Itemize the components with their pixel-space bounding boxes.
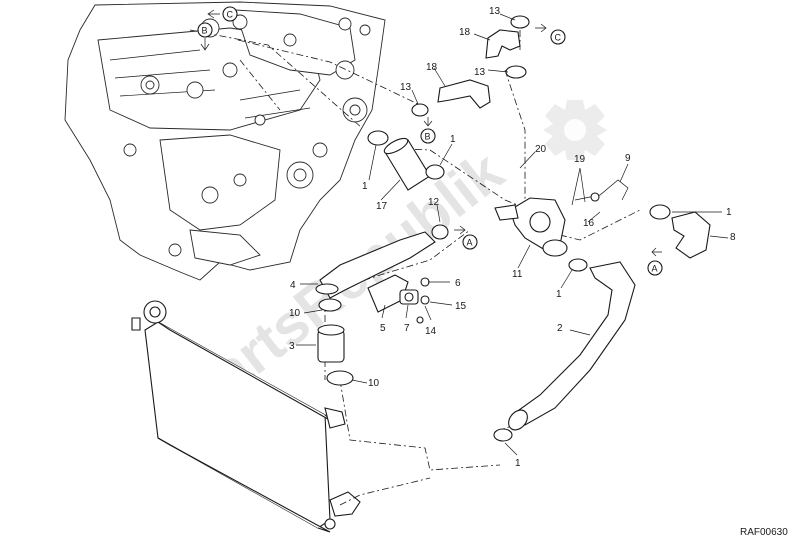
connector-b-middle: B (420, 117, 436, 144)
callout-10: 10 (368, 378, 380, 389)
callout-7: 7 (404, 323, 410, 334)
hose-8 (671, 211, 711, 259)
thermostat-housing-11 (494, 197, 568, 257)
callout-20: 20 (535, 144, 547, 155)
callout-18: 18 (459, 27, 471, 38)
callout-labels: 13 18 18 13 13 1 1 17 20 19 9 16 1 8 12 … (289, 6, 736, 469)
callout-17: 17 (376, 201, 388, 212)
callout-5: 5 (380, 323, 386, 334)
radiator (131, 300, 361, 533)
callout-13: 13 (400, 82, 412, 93)
connector-b-left: B (197, 22, 213, 51)
svg-text:B: B (425, 132, 431, 142)
connector-markers: C B C B A A (197, 6, 663, 276)
connector-c-right: C (535, 23, 566, 45)
gear-watermark-icon (543, 100, 607, 160)
sensor-9 (574, 179, 629, 202)
callout-14: 14 (425, 326, 437, 337)
callout-12: 12 (428, 197, 440, 208)
callout-1: 1 (362, 181, 368, 192)
svg-text:B: B (202, 26, 208, 36)
callout-11: 11 (512, 269, 523, 280)
callout-6: 6 (455, 278, 461, 289)
svg-text:C: C (555, 33, 562, 43)
hose-3 (317, 324, 345, 363)
callout-1: 1 (726, 207, 732, 218)
hose-18-middle (437, 79, 491, 109)
svg-text:A: A (467, 238, 473, 248)
callout-1: 1 (515, 458, 521, 469)
callout-8: 8 (730, 232, 736, 243)
hose-4 (315, 231, 436, 299)
callout-1: 1 (556, 289, 562, 300)
leader-lines (296, 13, 729, 456)
connector-a-middle: A (454, 225, 478, 250)
callout-18: 18 (426, 62, 438, 73)
hose-18-upper (485, 29, 521, 59)
hose-2 (508, 261, 636, 431)
connector-c-upper-left: C (207, 6, 238, 22)
hose-clamps (318, 15, 671, 442)
callout-15: 15 (455, 301, 467, 312)
callout-13: 13 (489, 6, 501, 17)
diagram-reference-code: RAF00630 (740, 527, 788, 538)
callout-10: 10 (289, 308, 301, 319)
connector-a-right: A (647, 247, 663, 276)
valve-7 (399, 289, 419, 305)
callout-1: 1 (450, 134, 456, 145)
callout-19: 19 (574, 154, 586, 165)
svg-text:A: A (652, 264, 658, 274)
callout-16: 16 (583, 218, 595, 229)
engine-block (64, 1, 386, 281)
callout-3: 3 (289, 341, 295, 352)
routing-lines (189, 29, 641, 506)
callout-2: 2 (557, 323, 563, 334)
callout-13: 13 (474, 67, 486, 78)
svg-text:C: C (227, 10, 234, 20)
callout-9: 9 (625, 153, 631, 164)
callout-4: 4 (290, 280, 296, 291)
